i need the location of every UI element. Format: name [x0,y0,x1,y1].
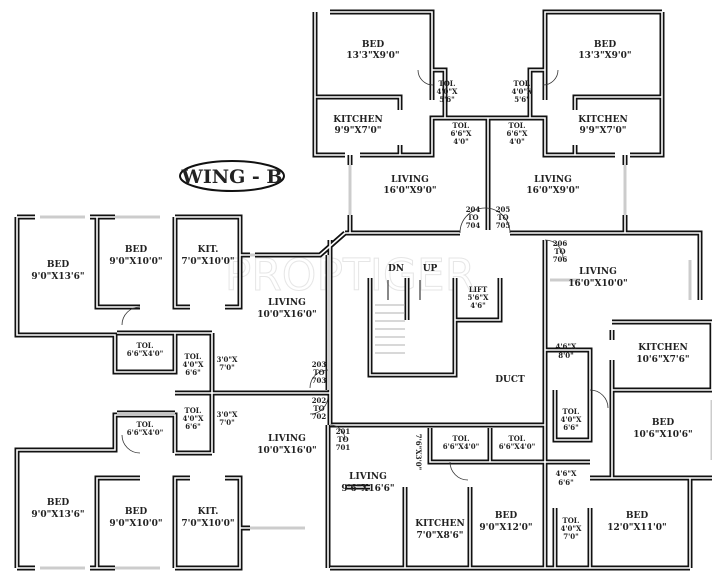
room-label: TOI.6'6"X4'0" [127,420,164,437]
watermark: PROPTIGER [225,250,476,301]
stair-dn-label: DN [388,264,404,274]
room-label: TOI.6'6"X4'0" [443,434,480,451]
door-swings [121,69,609,481]
room-label: DUCT [495,375,525,385]
room-label: 7'6"X3'0" [414,434,423,471]
stair-up-label: UP [423,264,438,274]
wing-title: WING - B [181,166,283,188]
room-label: KIT.7'0"X10'0" [181,245,234,267]
title-badge: WING - B [179,160,285,192]
room-label: KIT.7'0"X10'0" [181,507,234,529]
stairs [375,280,421,354]
room-label: TOI.6'6"X4'0" [499,434,536,451]
room-label: TOI.6'6"X4'0" [127,341,164,358]
